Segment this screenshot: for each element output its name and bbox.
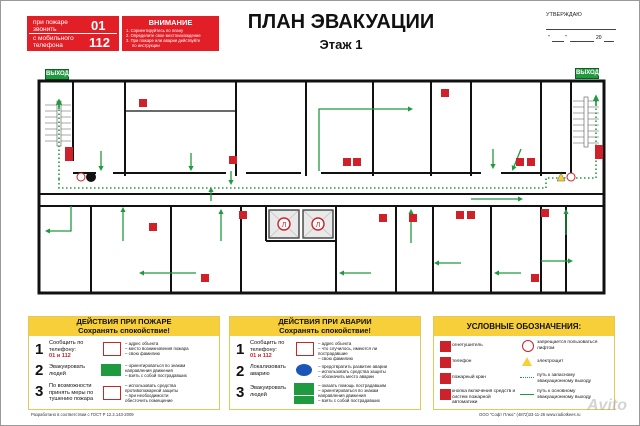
accident-actions-title: ДЕЙСТВИЯ ПРИ АВАРИИ xyxy=(278,317,372,326)
step-bullet: – обозначить место аварии xyxy=(318,374,374,379)
legend-item: кнопка включения средств и систем пожарн… xyxy=(452,389,516,406)
fire-call-box: при пожаре звонить 01 с мобильного телеф… xyxy=(27,16,119,51)
footer-standard: Разработано в соответствии с ГОСТ Р 12.2… xyxy=(31,412,134,417)
step-bullet: – свою фамилию xyxy=(125,351,160,356)
step-number: 3 xyxy=(35,383,44,400)
legend-item: пожарный кран xyxy=(452,375,486,380)
main-exit-route-icon xyxy=(520,394,534,395)
step-bullet: – взять с собой пострадавших xyxy=(125,373,188,378)
fire-actions-header: ДЕЙСТВИЯ ПРИ ПОЖАРЕ Сохранять спокойстви… xyxy=(29,317,219,336)
accident-actions-subtitle: Сохранять спокойствие! xyxy=(279,326,371,335)
legend-item: огнетушитель xyxy=(452,343,483,348)
step-text: Сообщить по телефону:01 и 112 xyxy=(250,340,285,359)
electrical-panel-icon xyxy=(522,357,532,366)
step-bullet: – ориентироваться по знакам xyxy=(125,363,186,368)
step-bullet: направления движения xyxy=(318,393,366,398)
legend-item: запрещается пользоваться лифтом xyxy=(537,340,598,351)
step-bullet: – оказать помощь пострадавшим xyxy=(318,383,387,388)
legend-panel: УСЛОВНЫЕ ОБОЗНАЧЕНИЯ: огнетушитель запре… xyxy=(433,316,615,410)
fire-call-label: при пожаре звонить xyxy=(33,19,68,33)
legend-title: УСЛОВНЫЕ ОБОЗНАЧЕНИЯ: xyxy=(434,317,614,336)
attention-title: ВНИМАНИЕ xyxy=(148,18,193,27)
footer-company: ООО "Софт Плюс" (4872)33-11-26 www.radio… xyxy=(479,412,581,417)
date-quote: " xyxy=(548,35,550,41)
step-text: Эвакуировать людей xyxy=(250,385,287,398)
step-number: 1 xyxy=(35,341,44,358)
attention-item: 3. При пожаре или аварии действуйте xyxy=(126,38,201,43)
step-bullet: пострадавшие xyxy=(318,351,348,356)
step-bullet: – при необходимости xyxy=(125,393,169,398)
attention-item: 2. Определите свое местонахождение xyxy=(126,33,201,38)
step-bullet: – что случилось, имеются ли xyxy=(318,346,378,351)
legend-item: путь к основному эвакуационному выходу xyxy=(537,389,592,400)
fire-hydrant-icon xyxy=(440,373,451,384)
extinguisher-icon xyxy=(440,341,451,352)
step-text: По возможности принять меры по тушению п… xyxy=(49,383,94,402)
step-bullet: противопожарной защиты xyxy=(125,388,179,393)
reserve-exit-route-icon xyxy=(520,377,534,378)
step-number: 1 xyxy=(236,341,245,358)
phone-icon xyxy=(103,342,121,356)
attention-item: по инструкции xyxy=(132,43,160,48)
page-title: ПЛАН ЭВАКУАЦИИ xyxy=(247,11,435,33)
exit-direction-icon xyxy=(101,364,121,376)
step-number: 3 xyxy=(236,384,245,401)
step-bullet: – использовать средства xyxy=(125,383,176,388)
fire-actions-title: ДЕЙСТВИЯ ПРИ ПОЖАРЕ xyxy=(76,317,172,326)
step-bullet: – использовать средства защиты xyxy=(318,369,386,374)
legend-item: телефон xyxy=(452,359,472,364)
legend-item: путь к запасному эвакуационному выходу xyxy=(537,373,592,384)
step-bullet: – свою фамилию xyxy=(318,356,353,361)
fire-actions-panel: ДЕЙСТВИЯ ПРИ ПОЖАРЕ Сохранять спокойстви… xyxy=(28,316,220,410)
step-bullet: обесточить помещение xyxy=(125,398,173,403)
attention-item: 1. Сориентируйтесь по плану xyxy=(126,28,184,33)
legend-item: электрощит xyxy=(537,359,564,364)
phone-icon xyxy=(296,342,314,356)
accident-actions-header: ДЕЙСТВИЯ ПРИ АВАРИИ Сохранять спокойстви… xyxy=(230,317,420,336)
step-bullet: – взять с собой пострадавших xyxy=(318,398,381,403)
attention-box: ВНИМАНИЕ 1. Сориентируйтесь по плану 2. … xyxy=(122,16,219,51)
step-bullet: направления движения xyxy=(125,368,173,373)
step-number: 2 xyxy=(35,362,44,379)
step-text: Сообщить по телефону:01 и 112 xyxy=(49,340,84,359)
step-bullet: – ориентироваться по знакам xyxy=(318,388,379,393)
first-aid-icon xyxy=(294,383,314,395)
floor-subtitle: Этаж 1 xyxy=(319,37,363,52)
floor-plan: Л Л xyxy=(37,79,606,295)
step-bullet: – адрес объекта xyxy=(318,341,352,346)
signature-line xyxy=(546,29,616,30)
fire-alarm-button-icon xyxy=(440,389,451,400)
exit-sign-right: ВЫХОД xyxy=(575,68,599,79)
approval-label: УТВЕРЖДАЮ xyxy=(546,12,582,18)
step-text: Локализовать аварию xyxy=(250,364,286,377)
step-number: 2 xyxy=(236,363,245,380)
extinguisher-icon xyxy=(103,386,121,400)
step-bullet: – адрес объекта xyxy=(125,341,159,346)
elevator-label: Л xyxy=(316,222,321,229)
elevator-label: Л xyxy=(282,222,287,229)
no-elevator-icon xyxy=(522,340,534,352)
phone-icon xyxy=(440,357,451,368)
step-bullet: – предотвратить развитие аварии xyxy=(318,364,388,369)
step-text: Эвакуировать людей xyxy=(49,364,86,377)
date-year: 20 xyxy=(596,35,602,41)
fire-number: 01 xyxy=(91,18,106,33)
accident-actions-panel: ДЕЙСТВИЯ ПРИ АВАРИИ Сохранять спокойстви… xyxy=(229,316,421,410)
fire-actions-subtitle: Сохранять спокойствие! xyxy=(78,326,170,335)
watermark: Avito xyxy=(587,397,627,414)
exit-direction-icon xyxy=(294,396,314,404)
date-quote: " xyxy=(565,35,567,41)
step-bullet: – место возникновения пожара xyxy=(125,346,189,351)
mobile-call-label: с мобильного телефона xyxy=(33,35,74,49)
mobile-number: 112 xyxy=(89,35,110,50)
date-line: " " 20 xyxy=(546,35,616,43)
info-icon xyxy=(296,364,312,376)
